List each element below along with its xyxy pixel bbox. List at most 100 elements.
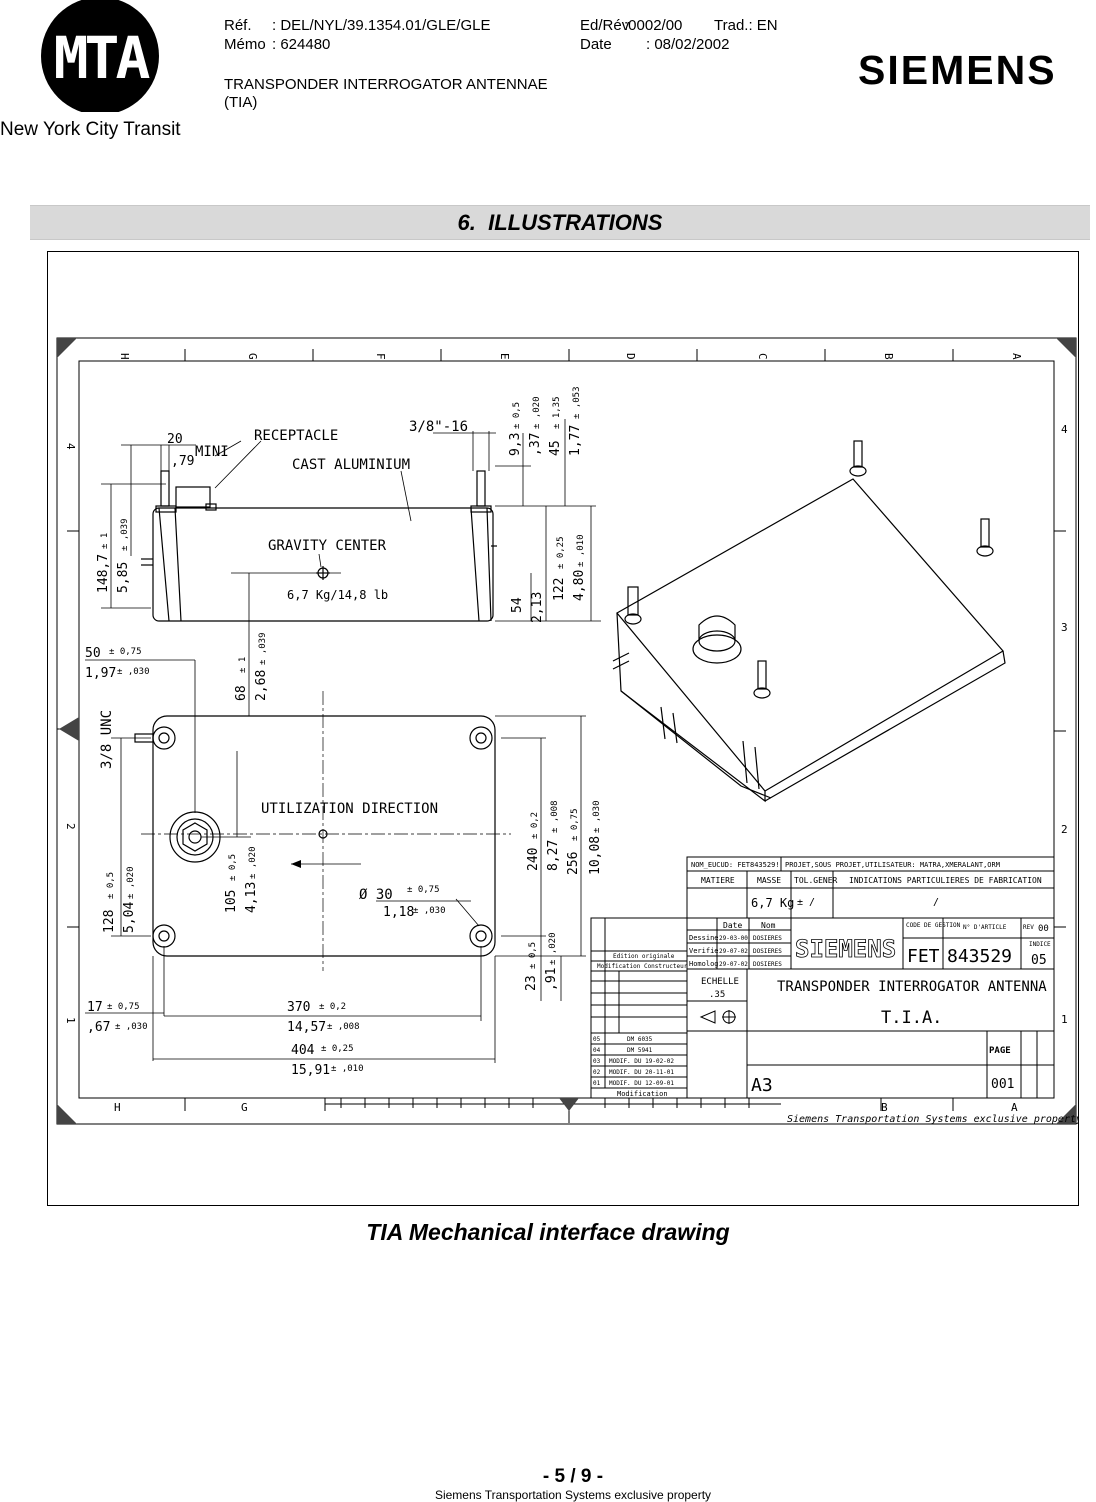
dim-label: ± ,008 (327, 1022, 360, 1032)
dim-label: 256 (566, 852, 581, 875)
zone-col-label: H (114, 1101, 121, 1114)
dim-label: 128 (102, 910, 117, 933)
dim-label: 20 (167, 432, 183, 447)
dim-label: ± 1,35 (552, 396, 562, 429)
dim-label: ± ,020 (548, 932, 558, 965)
tb-text: 6,7 Kg (751, 896, 794, 910)
tb-text: PAGE (989, 1046, 1011, 1056)
dim-label: ± ,020 (532, 396, 542, 429)
dim-label: ± 0,25 (556, 536, 566, 569)
title-block (590, 856, 1055, 1099)
tb-text: Modification Constructeur (597, 963, 688, 970)
zone-col-label: C (756, 353, 769, 360)
tb-text: Nom (761, 921, 776, 930)
tb-text: 29-03-00 (719, 935, 748, 942)
tb-siemens-logo: SIEMENS (795, 935, 896, 963)
tb-text: INDICATIONS PARTICULIERES DE FABRICATION (849, 876, 1042, 885)
tb-text: Dessine (689, 934, 719, 942)
dim-label: ± 0,75 (109, 647, 142, 657)
dim-label: 105 (224, 890, 239, 913)
dim-label: 68 (234, 685, 249, 701)
zone-row-label: 1 (64, 1017, 77, 1024)
tb-text: 00 (1038, 924, 1049, 934)
tb-rev-num: 05 (593, 1036, 601, 1043)
dim-label: 404 (291, 1043, 315, 1058)
section-heading-bar: 6. ILLUSTRATIONS (30, 205, 1090, 240)
dim-label: ± 0,75 (407, 885, 440, 895)
tb-text: DOSIERES (753, 948, 782, 955)
section-title: 6. ILLUSTRATIONS (30, 206, 1090, 239)
section-title-text: ILLUSTRATIONS (488, 210, 663, 235)
tb-rev-text: DM 5941 (627, 1047, 653, 1054)
siemens-logo-text: SIEMENS (858, 47, 1057, 93)
ref-line: Réf. : DEL/NYL/39.1354.01/GLE/GLE (224, 17, 490, 35)
zone-col-label: B (881, 1101, 888, 1114)
drawing-label: UTILIZATION DIRECTION (261, 801, 438, 817)
tb-text: ± / (797, 897, 815, 908)
tb-text: MATIERE (701, 876, 735, 885)
dim-label: ± 0,5 (106, 872, 116, 899)
dim-label: ± ,020 (126, 866, 136, 899)
tb-text: REV (1023, 924, 1034, 931)
title-block-text: NOM_EUCUD: FET843529! PROJET,SOUS PROJET… (593, 861, 1078, 1125)
ref-label: Réf. (224, 17, 252, 34)
mta-logo: MTA (38, 0, 162, 115)
doc-title-line2: (TIA) (224, 94, 258, 111)
drawing-label: CAST ALUMINIUM (292, 457, 410, 473)
dim-label: ± 0,25 (321, 1044, 354, 1054)
dim-label: ± 1 (100, 533, 110, 549)
dim-label: ,91 (544, 968, 559, 991)
zone-row-label: 2 (64, 823, 77, 830)
dim-label: ± ,008 (550, 800, 560, 833)
dim-label: 9,3 (508, 433, 523, 456)
dim-label: ± ,030 (117, 667, 150, 677)
dim-label: 10,08 (588, 836, 603, 875)
section-number: 6. (457, 210, 476, 235)
dim-label: ,79 (171, 454, 194, 469)
tb-text: Homolog (689, 960, 719, 968)
zone-col-label: G (246, 353, 259, 360)
dim-label: 4,80 (572, 570, 587, 601)
tb-text: Date (723, 921, 742, 930)
footer-note: Siemens Transportation Systems exclusive… (0, 1488, 1096, 1502)
zone-row-label: 4 (1061, 423, 1068, 436)
tb-text: 05 (1031, 953, 1047, 968)
memo-label: Mémo (224, 36, 266, 53)
dim-label: 5,04 (122, 902, 137, 933)
dim-label: 15,91 (291, 1063, 330, 1078)
tb-text: A3 (751, 1075, 773, 1096)
tb-rev-text: MODIF. DU 19-02-02 (609, 1058, 674, 1065)
tb-text: 001 (991, 1077, 1014, 1092)
zone-row-label: 4 (64, 443, 77, 450)
drawing-frame: H G F E D C B A H G B A 4 3 2 1 4 2 1 (47, 251, 1079, 1206)
tb-text: Edition originale (613, 953, 675, 960)
dim-label: 17 (87, 1000, 103, 1015)
tb-text: NOM_EUCUD: FET843529! (691, 861, 780, 869)
tb-text: TOL.GENER (794, 876, 838, 885)
tb-text: N° D'ARTICLE (963, 924, 1007, 931)
dim-label: ± ,030 (115, 1022, 148, 1032)
zone-row-label: 3 (1061, 621, 1068, 634)
tb-text: 29-07-02 (719, 961, 748, 968)
tb-text: Modification (617, 1090, 668, 1098)
drawing-label: RECEPTACLE (254, 428, 338, 444)
side-dims (101, 419, 601, 641)
tb-text: 29-07-02 (719, 948, 748, 955)
zone-col-label: D (624, 353, 637, 360)
page-number: - 5 / 9 - (0, 1466, 1096, 1488)
dim-label: ± 0,5 (528, 942, 538, 969)
tb-text: MASSE (757, 876, 781, 885)
side-view (141, 470, 497, 622)
tb-text: .35 (709, 990, 725, 1000)
tb-title-main: TRANSPONDER INTERROGATOR ANTENNA (777, 979, 1047, 995)
figure-caption-text: TIA Mechanical interface drawing (366, 1219, 730, 1245)
dim-label: 370 (287, 1000, 310, 1015)
memo-line: Mémo: 624480 (224, 36, 330, 54)
dim-label: 240 (526, 848, 541, 871)
dim-label: ± 0,2 (530, 812, 540, 839)
ref-value: : DEL/NYL/39.1354.01/GLE/GLE (272, 17, 491, 34)
drawing-label: 6,7 Kg/14,8 lb (287, 588, 388, 602)
dim-label: ± ,039 (258, 632, 268, 665)
dim-label: 45 (548, 440, 563, 456)
tb-rev-num: 02 (593, 1069, 601, 1076)
